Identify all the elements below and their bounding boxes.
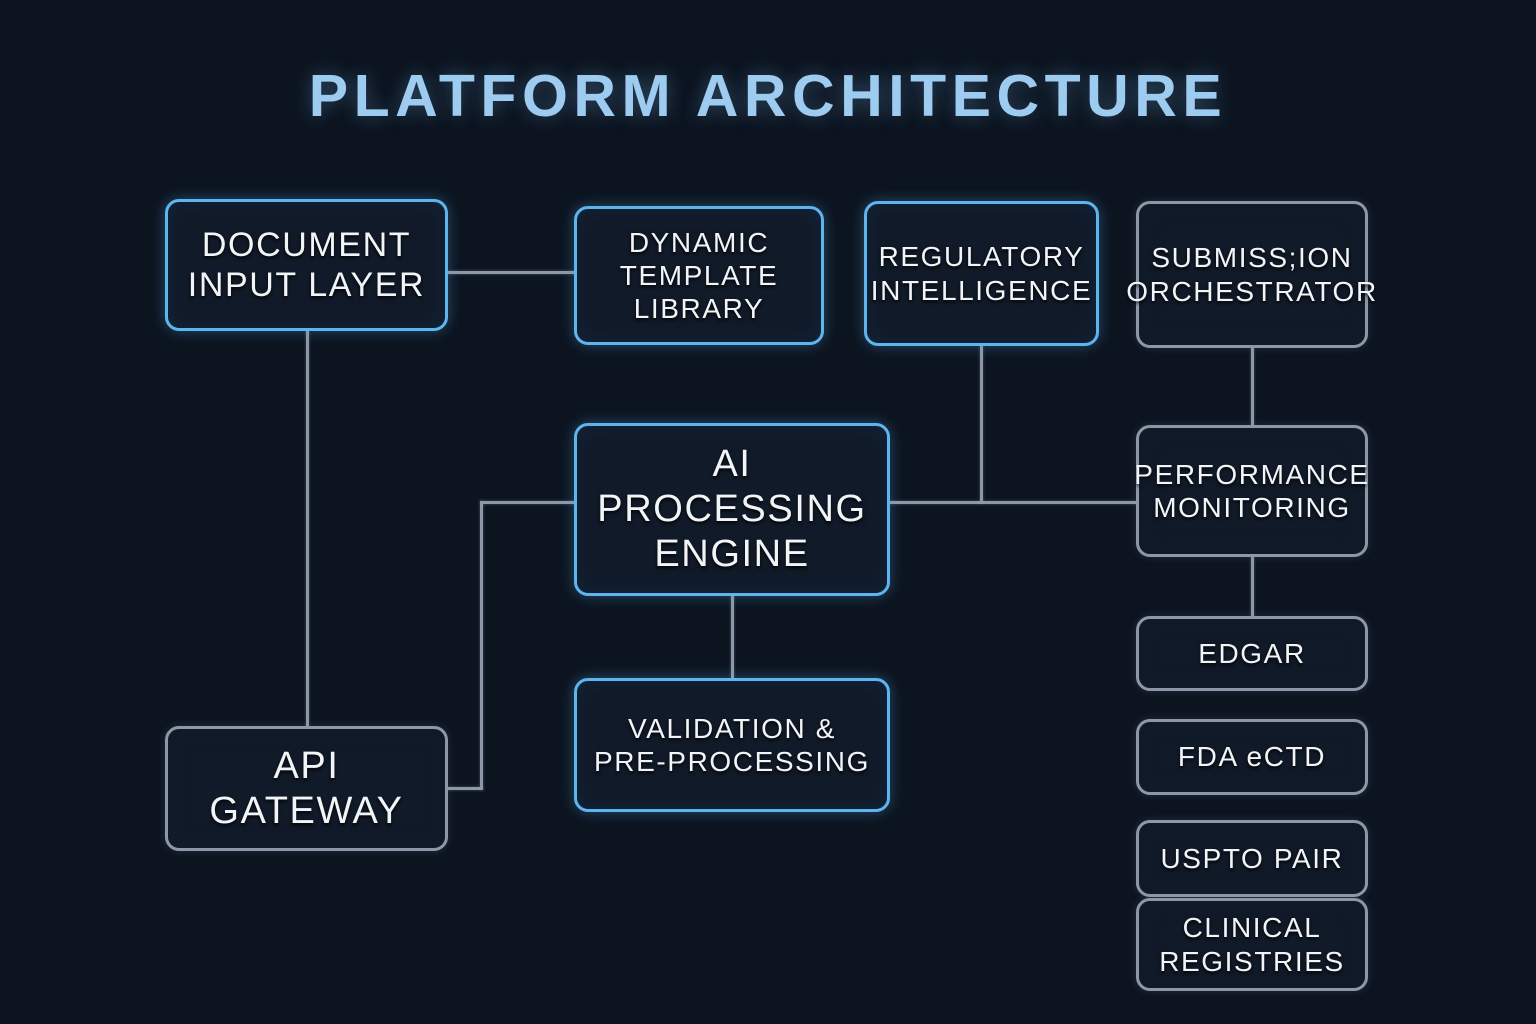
- node-ai-processing-engine[interactable]: AI PROCESSING ENGINE: [574, 423, 890, 596]
- node-label-line: REGULATORY: [878, 241, 1085, 273]
- node-clinical-registries[interactable]: CLINICAL REGISTRIES: [1136, 898, 1368, 991]
- node-label-line: GATEWAY: [209, 789, 404, 832]
- node-label-line: VALIDATION &: [628, 712, 836, 744]
- node-submission-orchestrator[interactable]: SUBMISS;ION ORCHESTRATOR: [1126, 201, 1376, 348]
- node-label-line: INPUT LAYER: [187, 266, 426, 304]
- connector-ai-engine-to-validation: [731, 595, 734, 679]
- node-edgar[interactable]: EDGAR: [1136, 616, 1368, 691]
- connector-api-gateway-to-ai-engine-segment-3: [480, 501, 576, 504]
- node-regulatory-intelligence[interactable]: REGULATORY INTELLIGENCE: [864, 201, 1099, 346]
- node-label-line: USPTO PAIR: [1160, 842, 1344, 874]
- connector-regulatory-intelligence-to-bus: [980, 345, 983, 503]
- node-performance-monitoring[interactable]: PERFORMANCE MONITORING: [1134, 425, 1370, 557]
- connector-performance-monitoring-to-edgar: [1251, 556, 1254, 618]
- node-label-line: PROCESSING: [597, 488, 867, 531]
- node-label-line: INTELLIGENCE: [870, 274, 1093, 306]
- node-label-line: CLINICAL: [1182, 912, 1322, 944]
- connector-api-gateway-to-ai-engine-segment-1: [447, 787, 483, 790]
- node-api-gateway[interactable]: API GATEWAY: [165, 726, 448, 851]
- node-label-line: FDA eCTD: [1177, 741, 1327, 773]
- connector-document-input-to-template-library: [447, 271, 577, 274]
- node-label-line: LIBRARY: [633, 293, 765, 325]
- node-fda-ectd[interactable]: FDA eCTD: [1136, 719, 1368, 795]
- connector-submission-orchestrator-to-performance-monitoring: [1251, 347, 1254, 426]
- node-label-line: PRE-PROCESSING: [594, 746, 870, 777]
- node-document-input-layer[interactable]: DOCUMENT INPUT LAYER: [165, 199, 448, 331]
- connector-document-input-to-api-gateway: [306, 330, 309, 728]
- node-label-line: PERFORMANCE: [1134, 458, 1370, 490]
- node-label-line: API: [273, 744, 340, 787]
- node-label-line: REGISTRIES: [1159, 945, 1345, 977]
- connector-ai-engine-to-performance-monitoring: [888, 501, 1138, 504]
- node-label-line: DYNAMIC: [628, 226, 770, 258]
- node-uspto-pair[interactable]: USPTO PAIR: [1136, 820, 1368, 897]
- page-title: PLATFORM ARCHITECTURE: [308, 63, 1228, 129]
- connector-api-gateway-to-ai-engine-segment-2: [480, 501, 483, 790]
- node-label-line: ORCHESTRATOR: [1126, 275, 1378, 307]
- node-validation-pre-processing[interactable]: VALIDATION & PRE-PROCESSING: [574, 678, 890, 812]
- node-label-line: ENGINE: [654, 532, 810, 575]
- node-label-line: EDGAR: [1198, 637, 1306, 669]
- node-dynamic-template-library[interactable]: DYNAMIC TEMPLATE LIBRARY: [574, 206, 824, 345]
- node-label-line: AI: [712, 443, 752, 486]
- node-label-line: TEMPLATE: [619, 259, 779, 291]
- node-label-line: DOCUMENT: [201, 225, 412, 264]
- node-label-line: MONITORING: [1153, 492, 1351, 523]
- node-label-line: SUBMISS;ION: [1151, 242, 1353, 274]
